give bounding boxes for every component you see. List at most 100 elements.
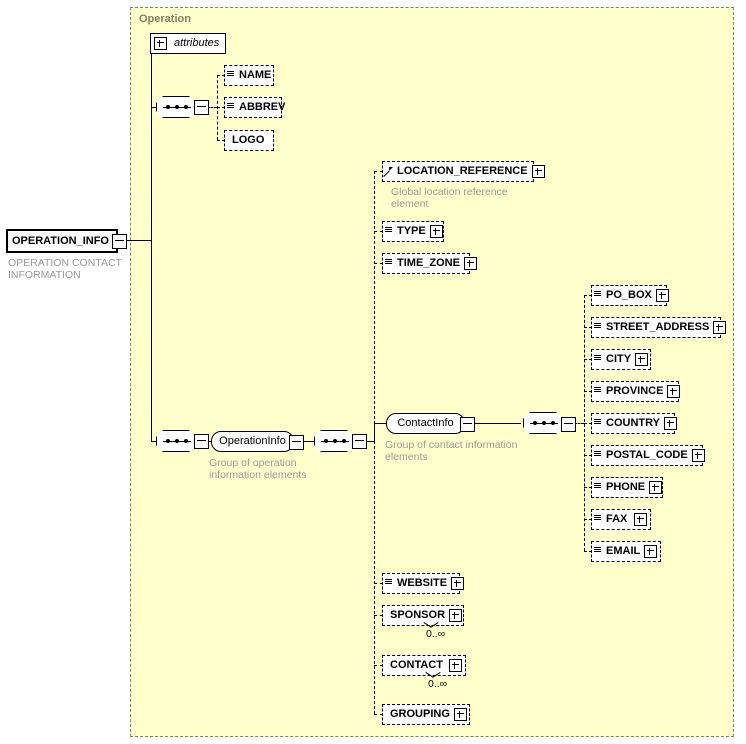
branch3-leg-2 — [584, 359, 592, 360]
element-province[interactable]: PROVINCE — [591, 381, 681, 404]
element-expander-plus-icon[interactable] — [667, 385, 681, 398]
sequence1-icon[interactable] — [156, 96, 196, 118]
root-element-label: OPERATION_INFO — [12, 234, 109, 247]
sequence-content-icon — [594, 354, 602, 366]
element-city[interactable]: CITY — [591, 349, 653, 372]
element-expander-plus-icon[interactable] — [649, 481, 663, 494]
element-name[interactable]: NAME — [224, 65, 276, 88]
element-label: LOCATION_REFERENCE — [397, 165, 528, 177]
sequence-content-icon — [594, 514, 602, 526]
element-contact[interactable]: CONTACT — [382, 655, 468, 678]
group-ref-contactinfo[interactable]: ContactInfo — [386, 413, 465, 434]
sequence2-expander-minus-icon[interactable] — [194, 434, 209, 449]
location-reference-documentation: Global location reference element — [391, 186, 508, 210]
sequence-dots — [163, 105, 191, 109]
group-ref-label: OperationInfo — [219, 435, 286, 447]
root-connector-line — [126, 240, 151, 241]
branch3-leg-0 — [584, 295, 592, 296]
element-phone[interactable]: PHONE — [591, 477, 665, 500]
element-type[interactable]: TYPE — [382, 221, 446, 244]
sequence-content-icon — [385, 578, 393, 590]
element-abbrev[interactable]: ABBREV — [224, 97, 285, 120]
element-po-box[interactable]: PO_BOX — [591, 285, 669, 308]
element-label: EMAIL — [606, 545, 641, 557]
sequence-content-icon — [594, 386, 602, 398]
sequence4-expander-minus-icon[interactable] — [561, 417, 576, 432]
root-spine-line — [151, 43, 152, 441]
root-expander-minus-icon[interactable] — [112, 234, 127, 249]
element-expander-plus-icon[interactable] — [429, 225, 443, 238]
element-expander-plus-icon[interactable] — [644, 545, 658, 558]
attributes-node[interactable]: attributes — [150, 33, 226, 54]
sequence2-icon[interactable] — [156, 430, 196, 452]
attributes-expander-plus-icon[interactable] — [154, 37, 167, 50]
element-logo[interactable]: LOGO — [224, 130, 276, 153]
operation-group-title: Operation — [139, 13, 191, 25]
sequence3-out-line — [365, 441, 375, 442]
element-label: TIME_ZONE — [397, 257, 460, 269]
element-expander-plus-icon[interactable] — [531, 165, 545, 178]
operationinfo-expander-minus-icon[interactable] — [289, 435, 304, 450]
sequence4-in-line — [473, 423, 521, 424]
element-label: POSTAL_CODE — [606, 449, 688, 461]
element-fax[interactable]: FAX — [591, 509, 653, 532]
element-expander-plus-icon[interactable] — [449, 609, 463, 622]
element-grouping[interactable]: GROUPING — [382, 704, 472, 727]
group-ref-operationinfo[interactable]: OperationInfo — [211, 431, 294, 452]
branch3-leg-7 — [584, 519, 592, 520]
sequence-content-icon — [594, 450, 602, 462]
contact-cardinality-label: 0..∞ — [428, 678, 448, 690]
sequence-content-icon — [385, 258, 393, 270]
sequence1-branch-line — [207, 107, 217, 108]
branch3-leg-6 — [584, 487, 592, 488]
element-time-zone[interactable]: TIME_ZONE — [382, 253, 477, 276]
element-email[interactable]: EMAIL — [591, 541, 663, 564]
sequence3-expander-minus-icon[interactable] — [352, 434, 367, 449]
sequence3-icon[interactable] — [314, 430, 354, 452]
sequence2-in-line — [151, 441, 156, 442]
contactinfo-expander-minus-icon[interactable] — [460, 417, 475, 432]
element-expander-plus-icon[interactable] — [453, 708, 467, 721]
sequence1-expander-minus-icon[interactable] — [194, 100, 209, 115]
element-expander-plus-icon[interactable] — [449, 659, 462, 672]
sequence4-icon[interactable] — [523, 412, 563, 434]
element-expander-plus-icon[interactable] — [634, 513, 647, 526]
sequence-dots — [321, 439, 349, 443]
element-expander-plus-icon[interactable] — [635, 353, 649, 366]
element-postal-code[interactable]: POSTAL_CODE — [591, 445, 705, 468]
branch1-leg-2 — [217, 140, 225, 141]
sequence-dots — [530, 421, 558, 425]
element-website[interactable]: WEBSITE — [382, 573, 465, 596]
element-expander-plus-icon[interactable] — [463, 257, 477, 270]
operationinfo-in-line — [207, 441, 212, 442]
element-label: CITY — [606, 353, 632, 365]
element-location-reference[interactable]: LOCATION_REFERENCE — [382, 161, 545, 184]
root-element-operation-info[interactable]: OPERATION_INFO — [6, 229, 119, 254]
branch2-leg-1 — [374, 231, 383, 232]
branch3-leg-4 — [584, 423, 592, 424]
element-country[interactable]: COUNTRY — [591, 413, 677, 436]
element-label: GROUPING — [390, 708, 450, 720]
element-label: PROVINCE — [606, 385, 664, 397]
contactinfo-documentation: Group of contact information elements — [385, 439, 518, 463]
branch3-leg-5 — [584, 455, 592, 456]
sequence1-in-line — [151, 107, 156, 108]
element-expander-plus-icon[interactable] — [655, 289, 669, 302]
element-expander-plus-icon[interactable] — [451, 577, 465, 590]
sequence-content-icon — [594, 322, 602, 334]
element-label: TYPE — [397, 225, 426, 237]
element-label: STREET_ADDRESS — [606, 321, 710, 333]
element-sponsor[interactable]: SPONSOR — [382, 605, 466, 628]
element-expander-plus-icon[interactable] — [663, 417, 677, 430]
element-expander-plus-icon[interactable] — [691, 449, 705, 462]
element-expander-plus-icon[interactable] — [713, 321, 727, 334]
attributes-label: attributes — [174, 37, 220, 49]
branch1-leg-0 — [217, 75, 225, 76]
element-street-address[interactable]: STREET_ADDRESS — [591, 317, 727, 340]
element-label: SPONSOR — [390, 609, 446, 621]
sequence-content-icon — [227, 70, 235, 82]
element-label: PO_BOX — [606, 289, 652, 301]
root-documentation: OPERATION CONTACT INFORMATION — [8, 257, 122, 281]
group-ref-label: ContactInfo — [397, 417, 454, 429]
element-label: CONTACT — [390, 659, 443, 671]
